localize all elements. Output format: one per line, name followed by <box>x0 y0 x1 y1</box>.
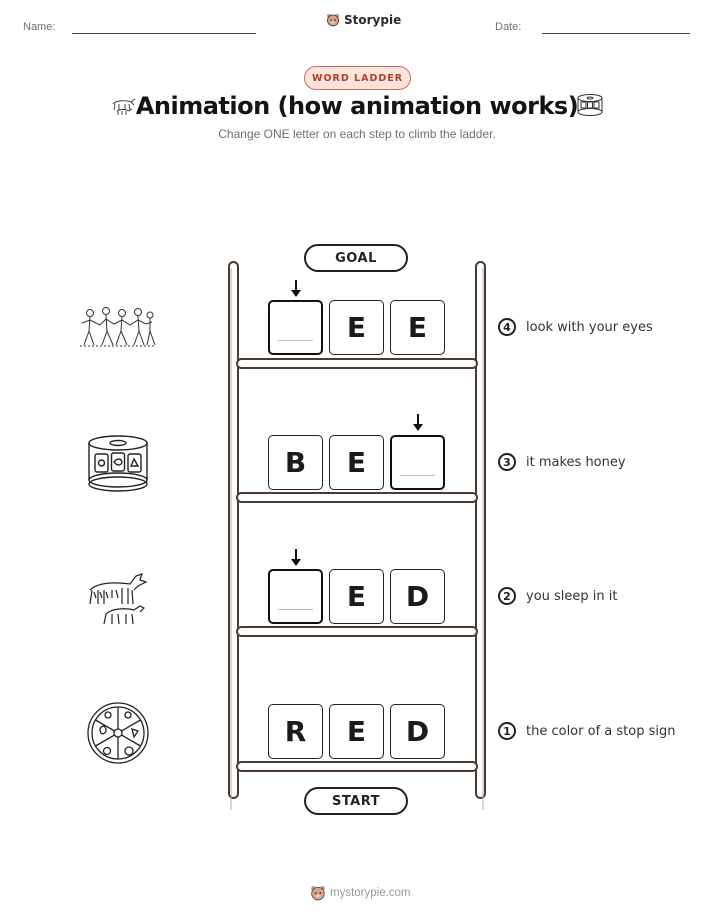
bear-logo-icon <box>311 886 325 901</box>
brand: Storypie <box>326 13 401 27</box>
date-line[interactable] <box>542 33 690 34</box>
date-label: Date: <box>495 21 522 33</box>
arrow-down-icon <box>291 549 301 566</box>
letter-tile-blank[interactable] <box>390 435 445 490</box>
brand-name: Storypie <box>344 13 402 27</box>
letter-tile-blank[interactable] <box>268 569 323 624</box>
clue-text: the color of a stop sign <box>526 723 676 739</box>
letter-tile: B <box>268 435 323 490</box>
letter-tile: E <box>329 569 384 624</box>
page-subtitle: Change ONE letter on each step to climb … <box>218 127 496 141</box>
letter-tile: E <box>329 704 384 759</box>
letter-tile: E <box>329 300 384 355</box>
clue-row-3: 3 it makes honey <box>498 453 626 471</box>
letter-tile: E <box>329 435 384 490</box>
word-ladder-badge: WORD LADDER <box>304 66 411 90</box>
name-label: Name: <box>23 21 56 33</box>
letter-tile: D <box>390 569 445 624</box>
animals-sketch-icon <box>89 573 148 625</box>
letter-tile: R <box>268 704 323 759</box>
arrow-down-icon <box>291 280 301 297</box>
clue-text: it makes honey <box>526 454 626 470</box>
footer: mystorypie.com <box>310 885 411 901</box>
pie-chart-sketch-icon <box>87 702 149 764</box>
letter-tile: D <box>390 704 445 759</box>
clue-row-2: 2 you sleep in it <box>498 587 617 605</box>
clue-row-1: 1 the color of a stop sign <box>498 722 675 740</box>
clue-text: look with your eyes <box>526 319 653 335</box>
clue-row-4: 4 look with your eyes <box>498 318 653 336</box>
step-number-badge: 2 <box>498 587 516 605</box>
footer-url[interactable]: mystorypie.com <box>330 887 411 899</box>
arrow-down-icon <box>413 414 423 431</box>
letter-tile: E <box>390 300 445 355</box>
step-number-badge: 1 <box>498 722 516 740</box>
step-number-badge: 4 <box>498 318 516 336</box>
step-number-badge: 3 <box>498 453 516 471</box>
letter-tile-blank[interactable] <box>268 300 323 355</box>
crowd-sketch-icon <box>80 307 156 347</box>
start-label: START <box>304 787 408 815</box>
page-title: Animation (how animation works) <box>135 92 579 120</box>
bear-logo-icon <box>327 14 339 27</box>
goal-label: GOAL <box>304 244 408 272</box>
animals-sketch-icon <box>112 98 136 115</box>
film-reel-icon <box>577 94 603 116</box>
film-reel-icon <box>88 435 148 492</box>
name-line[interactable] <box>72 33 256 34</box>
clue-text: you sleep in it <box>526 588 618 604</box>
